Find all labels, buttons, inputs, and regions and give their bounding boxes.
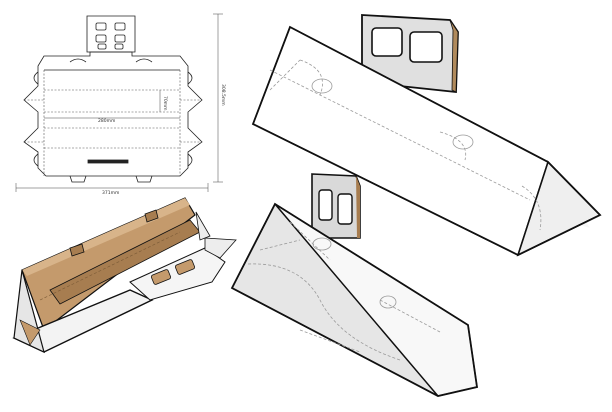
dieline-side-flap	[33, 153, 39, 167]
dieline-fold-lines	[24, 70, 202, 176]
assembled-box-long	[251, 14, 602, 257]
dieline-handle-slot	[114, 22, 126, 31]
handle-hole	[371, 27, 403, 57]
dieline-handle-slot	[114, 34, 126, 43]
dieline-top-tab	[69, 58, 87, 63]
kraft-handle-insert	[129, 247, 226, 301]
opened-box-kraft	[12, 197, 237, 354]
dieline-handle-tab	[86, 15, 136, 53]
dieline-dimensions	[15, 13, 223, 192]
dieline-side-flap	[187, 153, 193, 167]
dieline-side-flap	[187, 71, 193, 85]
dieline-side-flap	[33, 71, 39, 85]
handle-hole	[337, 193, 353, 225]
dieline-body-outline	[23, 51, 203, 177]
overall-height-dimension-label: 308.5mm	[220, 84, 226, 106]
dieline-handle-slot	[95, 34, 107, 43]
dieline-foot	[69, 175, 87, 183]
dieline-handle-slot	[97, 43, 107, 50]
dieline-template	[23, 15, 203, 183]
handle-hole	[150, 269, 172, 285]
dieline-foot	[135, 175, 153, 183]
dieline-top-tab	[135, 58, 153, 63]
handle-hole	[174, 259, 196, 275]
overall-width-dimension-label: 371mm	[102, 190, 119, 196]
dieline-bottom-slot	[87, 159, 129, 164]
height-dimension-label: 70mm	[162, 96, 168, 111]
dieline-handle-slot	[95, 22, 107, 31]
length-dimension-label: 280mm	[98, 118, 115, 124]
kraft-top-tab	[144, 209, 159, 223]
box-outline	[251, 25, 602, 257]
kraft-top-tab	[69, 243, 85, 257]
assembled-box-front-view	[230, 173, 479, 397]
dieline-handle-slot	[114, 43, 124, 50]
handle-hole	[318, 189, 333, 221]
handle-hole	[409, 31, 443, 63]
